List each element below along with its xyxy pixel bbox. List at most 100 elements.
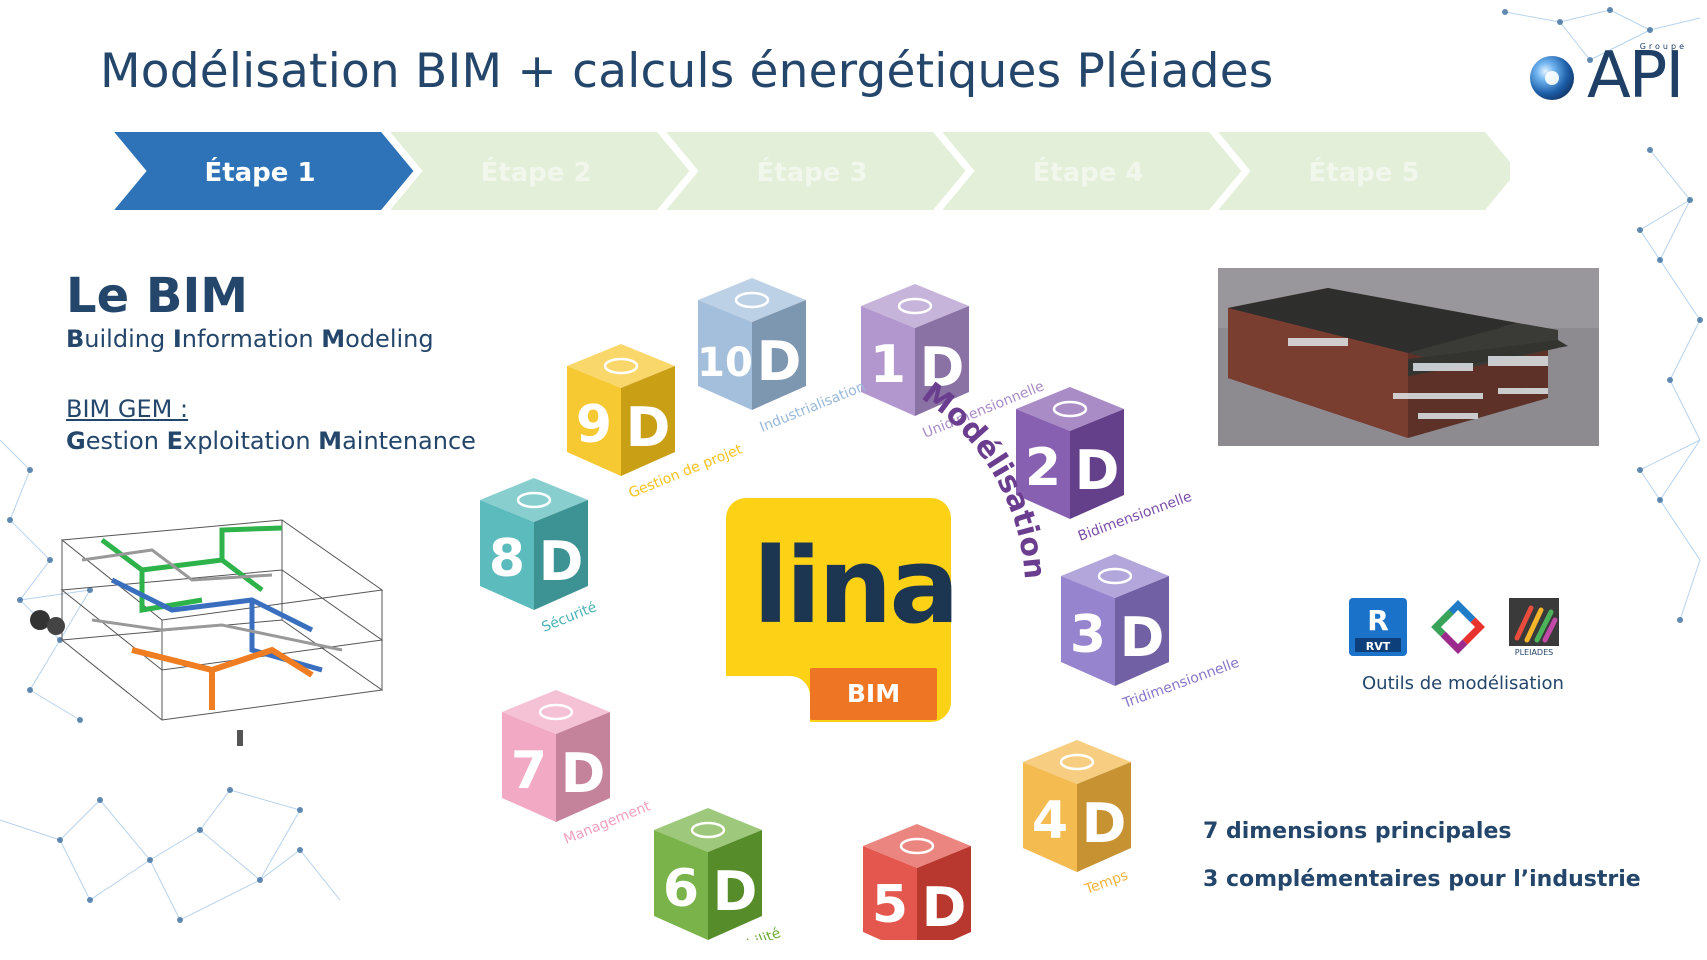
logo-name: API bbox=[1587, 39, 1684, 113]
bim-def-word-initial: M bbox=[321, 325, 346, 353]
step-chevron-2 bbox=[381, 130, 695, 214]
step-label-3: Étape 3 bbox=[756, 156, 867, 188]
cube-right-face bbox=[621, 366, 675, 476]
cube-d-letter: D bbox=[1120, 606, 1165, 669]
cube-left-face bbox=[567, 366, 621, 476]
cube-left-face bbox=[861, 306, 915, 416]
tools-caption: Outils de modélisation bbox=[1362, 673, 1564, 694]
logo-globe-icon bbox=[1530, 56, 1574, 100]
bim-def-word-initial: B bbox=[66, 325, 85, 353]
crane-icon bbox=[603, 357, 639, 375]
cube-left-face bbox=[1023, 762, 1077, 872]
step-chevron-1 bbox=[110, 130, 419, 214]
cube-dimension-name: Sécurité bbox=[540, 599, 600, 635]
cube-d-letter: D bbox=[626, 396, 671, 459]
safety-icon bbox=[516, 491, 552, 509]
step-chevron-4 bbox=[933, 130, 1247, 214]
cube-left-face bbox=[1061, 576, 1115, 686]
bim-def-word-rest: uilding bbox=[84, 325, 173, 353]
ifc-icon bbox=[1431, 600, 1485, 654]
gem-def-word-rest: estion bbox=[85, 427, 167, 455]
bim-definition: Building Information Modeling bbox=[66, 325, 434, 353]
cube-d-letter: D bbox=[757, 330, 802, 393]
cube-number: 3 bbox=[1070, 605, 1106, 665]
gem-def-word-rest: xploitation bbox=[182, 427, 319, 455]
cube-right-face bbox=[1077, 762, 1131, 872]
clock-icon bbox=[1059, 753, 1095, 771]
bim-heading: Le BIM bbox=[66, 268, 249, 324]
company-logo: Groupe API bbox=[1525, 38, 1695, 118]
revit-icon: R RVT bbox=[1349, 598, 1407, 656]
lina-bim-logo: lina BIM bbox=[726, 498, 960, 722]
step-label-2: Étape 2 bbox=[480, 156, 591, 188]
dimension-cube-5d: 5DCoût bbox=[863, 824, 971, 940]
page-title: Modélisation BIM + calculs énergétiques … bbox=[100, 44, 1274, 99]
gem-def-word-initial: E bbox=[166, 427, 183, 455]
building-3d-render bbox=[1218, 268, 1599, 446]
cube-left-face bbox=[863, 846, 917, 940]
wrench-icon bbox=[538, 703, 574, 721]
cube-number: 7 bbox=[511, 741, 547, 801]
triangle-icon bbox=[1052, 400, 1088, 418]
cube-number: 10 bbox=[697, 340, 753, 386]
cube-number: 8 bbox=[489, 529, 525, 589]
cube-right-face bbox=[534, 500, 588, 610]
step-label-5: Étape 5 bbox=[1308, 156, 1419, 188]
cube-number: 2 bbox=[1025, 438, 1061, 498]
cube-left-face bbox=[698, 300, 752, 410]
cube-left-face bbox=[480, 500, 534, 610]
step-label-1: Étape 1 bbox=[204, 156, 315, 188]
lina-logo-tag: BIM bbox=[810, 668, 937, 720]
lina-logo-word: lina bbox=[753, 525, 960, 647]
cube-number: 6 bbox=[663, 859, 699, 919]
money-icon bbox=[899, 837, 935, 855]
cube-dimension-name: Temps bbox=[1082, 867, 1130, 898]
revit-sub: RVT bbox=[1366, 640, 1391, 653]
bim-gem-definition: Gestion Exploitation Maintenance bbox=[66, 427, 476, 455]
cube-right-face bbox=[1070, 409, 1124, 519]
step-chevron-5 bbox=[1209, 130, 1510, 214]
cube-d-letter: D bbox=[922, 876, 967, 939]
cube-number: 5 bbox=[872, 875, 908, 935]
cube-left-face bbox=[502, 712, 556, 822]
pleiades-sub: PLEIADES bbox=[1515, 648, 1553, 656]
summary-main-dimensions: 7 dimensions principales bbox=[1203, 819, 1512, 844]
logo-groupe-text: Groupe bbox=[1639, 42, 1687, 51]
lina-logo-corner bbox=[792, 658, 810, 676]
step-label-4: Étape 4 bbox=[1032, 156, 1143, 188]
cube-number: 1 bbox=[870, 335, 906, 395]
revit-badge: R bbox=[1367, 604, 1389, 637]
step-progress-bar: Étape 1 Étape 2 Étape 3 Étape 4 Étape 5 bbox=[110, 130, 1510, 214]
bim-def-word-rest: nformation bbox=[181, 325, 322, 353]
cube-d-letter: D bbox=[561, 742, 606, 805]
dimension-cube-6d: 6DDurabilité bbox=[654, 808, 783, 940]
summary-industry-dimensions: 3 complémentaires pour l’industrie bbox=[1203, 867, 1641, 892]
modelling-tools: R RVT PLEIADES bbox=[1349, 598, 1569, 670]
cube-d-letter: D bbox=[539, 530, 584, 593]
pleiades-icon: PLEIADES bbox=[1509, 598, 1559, 656]
cube-left-face bbox=[654, 830, 708, 940]
recycle-icon bbox=[690, 821, 726, 839]
cube-left-face bbox=[1016, 409, 1070, 519]
cube-d-letter: D bbox=[920, 336, 965, 399]
gem-def-word-initial: M bbox=[318, 427, 343, 455]
lina-logo-notch bbox=[726, 676, 810, 722]
cube-right-face bbox=[556, 712, 610, 822]
mep-piping-illustration bbox=[30, 519, 384, 746]
bim-gem-title: BIM GEM : bbox=[66, 395, 189, 423]
cube-right-face bbox=[1115, 576, 1169, 686]
cube-right-face bbox=[917, 846, 971, 940]
step-chevron-3 bbox=[657, 130, 971, 214]
cube-right-face bbox=[708, 830, 762, 940]
gem-def-word-initial: G bbox=[66, 427, 86, 455]
gem-def-word-rest: aintenance bbox=[342, 427, 476, 455]
bim-def-word-rest: odeling bbox=[345, 325, 434, 353]
cube-right-face bbox=[915, 306, 969, 416]
factory-icon bbox=[734, 291, 770, 309]
